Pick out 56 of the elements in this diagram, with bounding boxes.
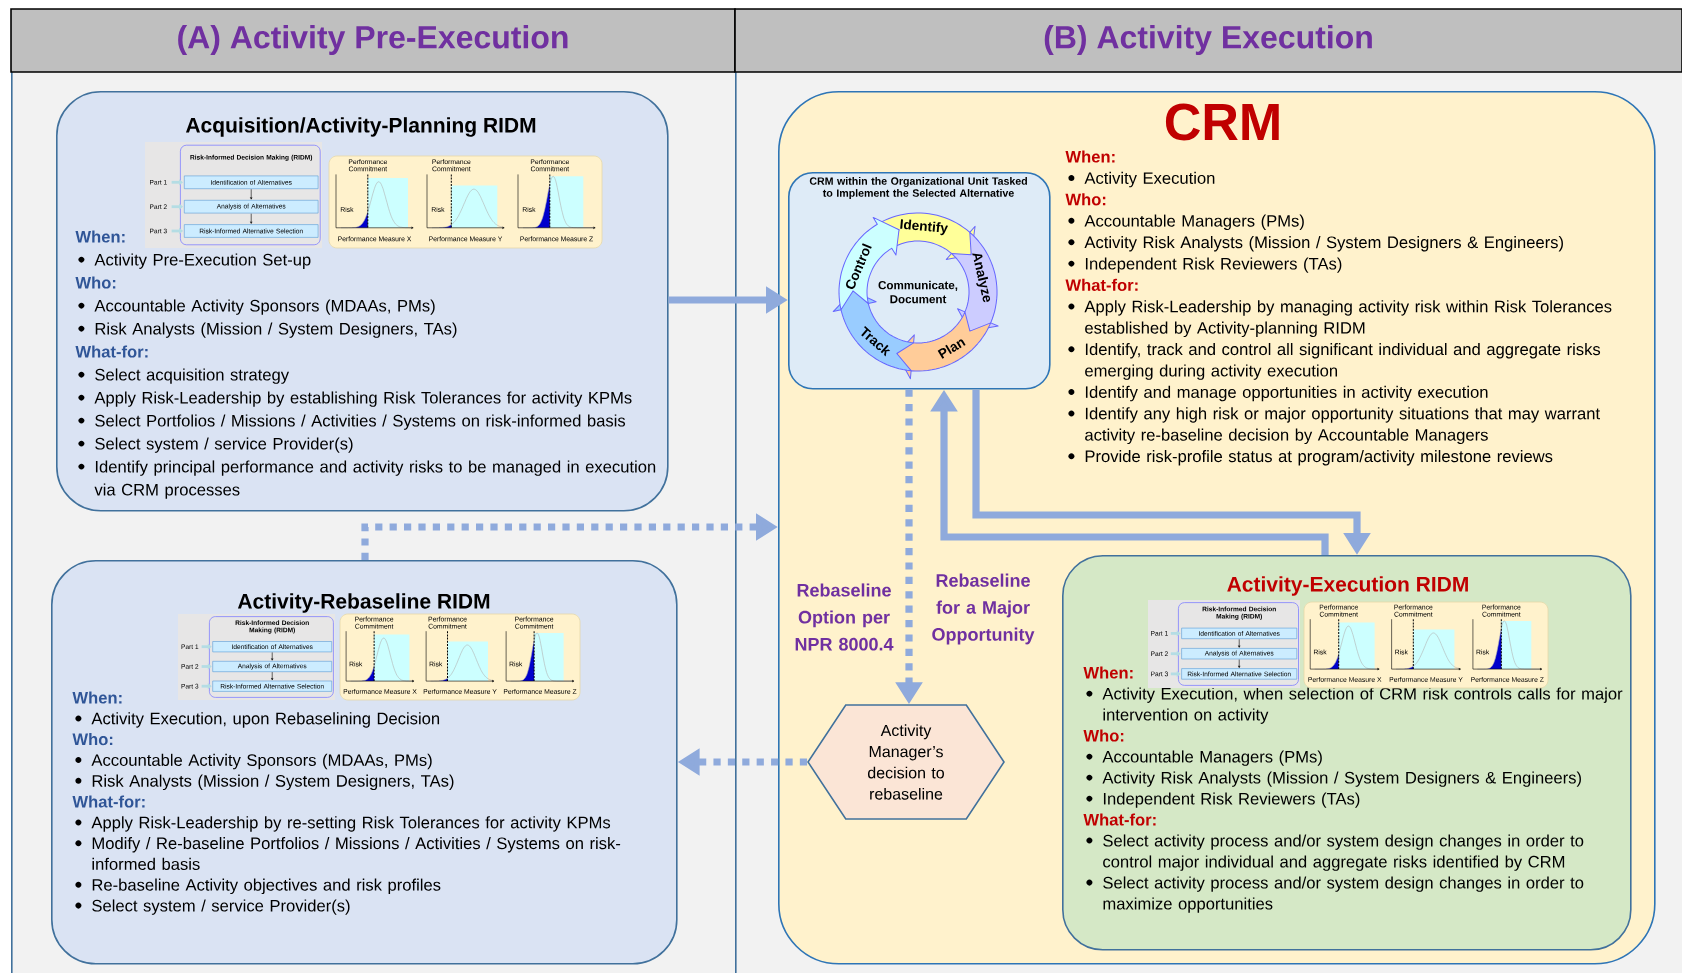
box-title: Acquisition/Activity-Planning RIDM (185, 117, 536, 137)
bullet-item: Accountable Activity Sponsors (MDAAs, PMs) (75, 753, 432, 770)
bullet-item: Select system / service Provider(s) (75, 899, 350, 915)
section-heading: When: (1065, 150, 1115, 163)
column-header: (B) Activity Execution (734, 8, 1682, 73)
bullet-item: Identify principal performance and activity risks to be managed in execution via CRM processes (78, 460, 656, 499)
section-heading: Who: (1065, 193, 1106, 206)
bullet-item: Activity Pre-Execution Set-up (78, 253, 311, 269)
section-heading: Who: (1083, 729, 1124, 742)
bullet-item: Accountable Managers (PMs) (1068, 214, 1304, 231)
bullet-item: Select acquisition strategy (78, 368, 289, 384)
bullet-item: Select activity process and/or system design changes in order to maximize opportunities (1086, 876, 1584, 913)
cycle-center-text: Communicate, Document (878, 280, 958, 304)
box-title: CRM (1165, 103, 1279, 141)
box-title: Activity-Rebaseline RIDM (237, 593, 490, 613)
section-heading: When: (75, 230, 125, 243)
section-heading: Who: (75, 276, 116, 289)
bullet-item: Re-baseline Activity objectives and risk profiles (75, 878, 441, 895)
flow-note: Rebaseline for a Major Opportunity (932, 573, 1035, 645)
flow-note: Rebaseline Option per NPR 8000.4 (795, 583, 894, 651)
bullet-item: Provide risk-profile status at program/activity milestone reviews (1068, 450, 1553, 466)
bullet-item: Activity Execution (1068, 171, 1215, 188)
bullet-item: Risk Analysts (Mission / System Designers, TAs) (78, 322, 457, 338)
section-heading: What-for: (1065, 278, 1138, 291)
bullet-item: Apply Risk-Leadership by re-setting Risk Tolerances for activity KPMs (75, 816, 611, 832)
bullet-item: Activity Execution, upon Rebaselining Decision (75, 712, 440, 728)
bullet-item: Activity Risk Analysts (Mission / System Designers & Engineers) (1086, 771, 1581, 787)
bullet-item: Identify, track and control all significant individual and aggregate risks emerging during activity execution (1068, 343, 1601, 380)
section-heading: What-for: (1083, 813, 1156, 826)
step-label: Identify (900, 219, 949, 236)
bullet-item: Risk Analysts (Mission / System Designers, TAs) (75, 774, 454, 791)
bullet-item: Activity Risk Analysts (Mission / System Designers & Engineers) (1068, 236, 1563, 252)
decision-hexagon: Activity Manager’s decision to rebaseline (807, 704, 1005, 820)
section-heading: What-for: (72, 795, 145, 808)
step-label: Analyze (972, 253, 991, 303)
bullet-item: Select Portfolios / Missions / Activities / Systems on risk-informed basis (78, 414, 626, 430)
bullet-item: Apply Risk-Leadership by managing activity risk within Risk Tolerances established by Activity-planning RIDM (1068, 300, 1612, 338)
bullet-item: Identify any high risk or major opportunity situations that may warrant activity re-baseline decision by Accountable Managers (1068, 407, 1600, 445)
column-header: (A) Activity Pre-Execution (10, 8, 736, 73)
bullet-item: Activity Execution, when selection of CRM risk controls calls for major intervention on activity (1086, 687, 1623, 724)
bullet-item: Select activity process and/or system design changes in order to control major individual and aggregate risks identified by CRM (1086, 834, 1584, 871)
bullet-item: Identify and manage opportunities in activity execution (1068, 385, 1488, 402)
section-heading: Who: (72, 733, 113, 746)
panel-caption: CRM within the Organizational Unit Tasked to Implement the Selected Alternative (809, 177, 1027, 199)
bullet-item: Independent Risk Reviewers (TAs) (1068, 257, 1342, 273)
section-heading: When: (1083, 666, 1133, 679)
step-label: Plan (937, 339, 966, 359)
bullet-item: Accountable Managers (PMs) (1086, 750, 1322, 766)
bullet-item: Modify / Re-baseline Portfolios / Missions / Activities / Systems on risk-informed basis (75, 837, 621, 870)
bullet-item: Independent Risk Reviewers (TAs) (1086, 792, 1360, 808)
bullet-item: Apply Risk-Leadership by establishing Risk Tolerances for activity KPMs (78, 391, 632, 407)
section-heading: What-for: (75, 345, 148, 358)
bullet-item: Accountable Activity Sponsors (MDAAs, PMs) (78, 299, 435, 315)
bullet-item: Select system / service Provider(s) (78, 437, 353, 453)
box-title: Activity-Execution RIDM (1227, 576, 1468, 596)
section-heading: When: (72, 691, 122, 704)
